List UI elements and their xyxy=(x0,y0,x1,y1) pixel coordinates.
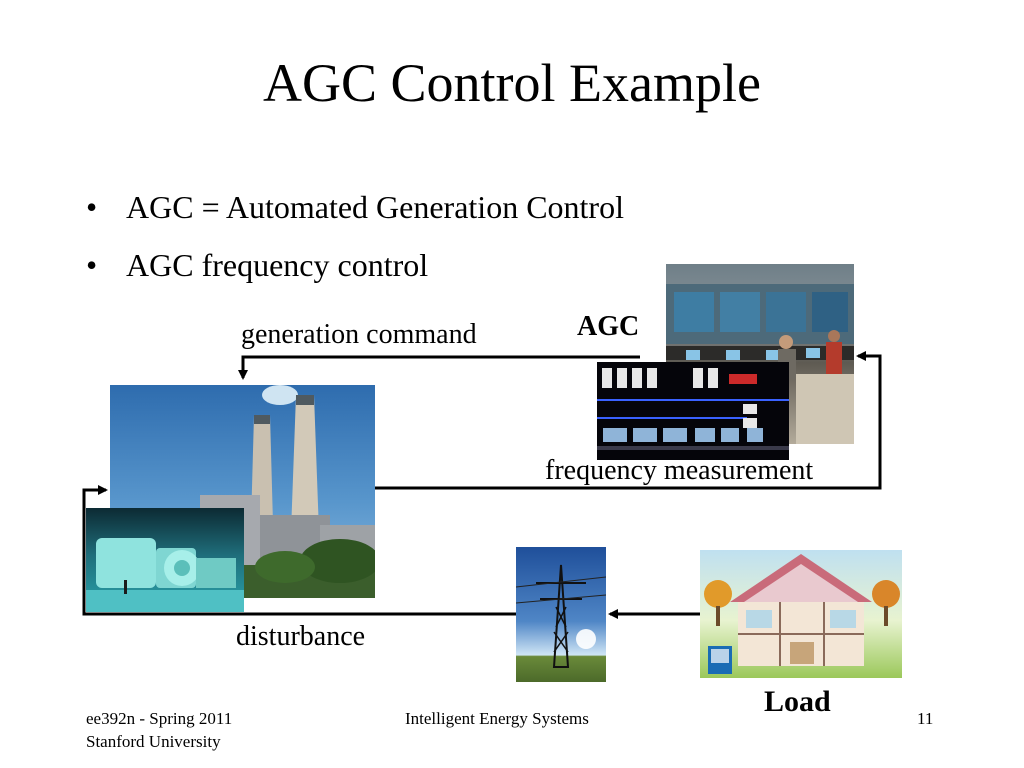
page-number: 11 xyxy=(917,709,934,728)
generation-command-arrow xyxy=(238,355,640,380)
disturbance-arrow xyxy=(82,485,516,616)
footer-course: ee392n - Spring 2011 xyxy=(86,709,233,728)
bullet-item: • AGC = Automated Generation Control xyxy=(86,178,624,236)
energy-star-house-illustration xyxy=(700,550,902,678)
bullet-text-agc-definition: AGC = Automated Generation Control xyxy=(126,189,624,225)
generation-command-label: generation command xyxy=(241,319,477,350)
bullet-item: • AGC frequency control xyxy=(86,236,624,294)
disturbance-label: disturbance xyxy=(236,621,366,652)
load-label: Load xyxy=(764,685,831,718)
bullet-dot: • xyxy=(86,189,98,225)
turbine-generator-hall-photo xyxy=(86,508,244,612)
bullet-text-agc-frequency: AGC frequency control xyxy=(126,247,429,283)
footer-center-title: Intelligent Energy Systems xyxy=(405,709,589,728)
frequency-measurement-label: frequency measurement xyxy=(545,455,814,486)
agc-label: AGC xyxy=(577,311,640,342)
transmission-tower-photo xyxy=(516,547,606,682)
footer-university: Stanford University xyxy=(86,732,221,751)
bullet-dot: • xyxy=(86,247,98,283)
slide-title: AGC Control Example xyxy=(263,53,761,113)
bullet-list: • AGC = Automated Generation Control • AGC… xyxy=(86,178,624,294)
scada-one-line-diagram xyxy=(597,362,789,460)
frequency-measurement-arrow xyxy=(374,351,882,490)
